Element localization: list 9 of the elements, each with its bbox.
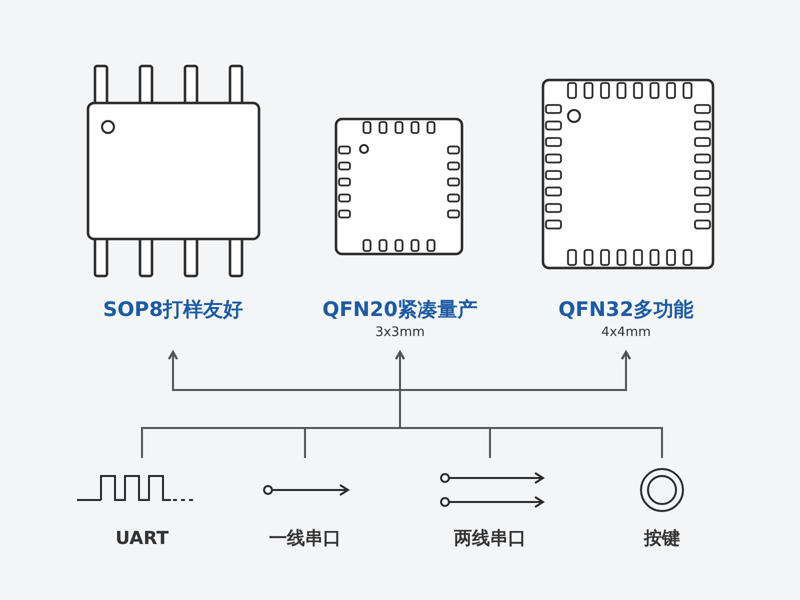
size-label: 3x3mm <box>375 325 425 341</box>
interface-label: 按键 <box>644 528 680 550</box>
size-label: 4x4mm <box>601 325 651 341</box>
package-label: SOP8打样友好 <box>103 297 243 321</box>
interface-label: UART <box>115 528 169 550</box>
package-label: QFN32多功能 <box>558 297 694 321</box>
interface-label: 一线串口 <box>269 528 341 550</box>
package-label: QFN20紧凑量产 <box>322 297 478 321</box>
interface-label: 两线串口 <box>454 528 526 550</box>
